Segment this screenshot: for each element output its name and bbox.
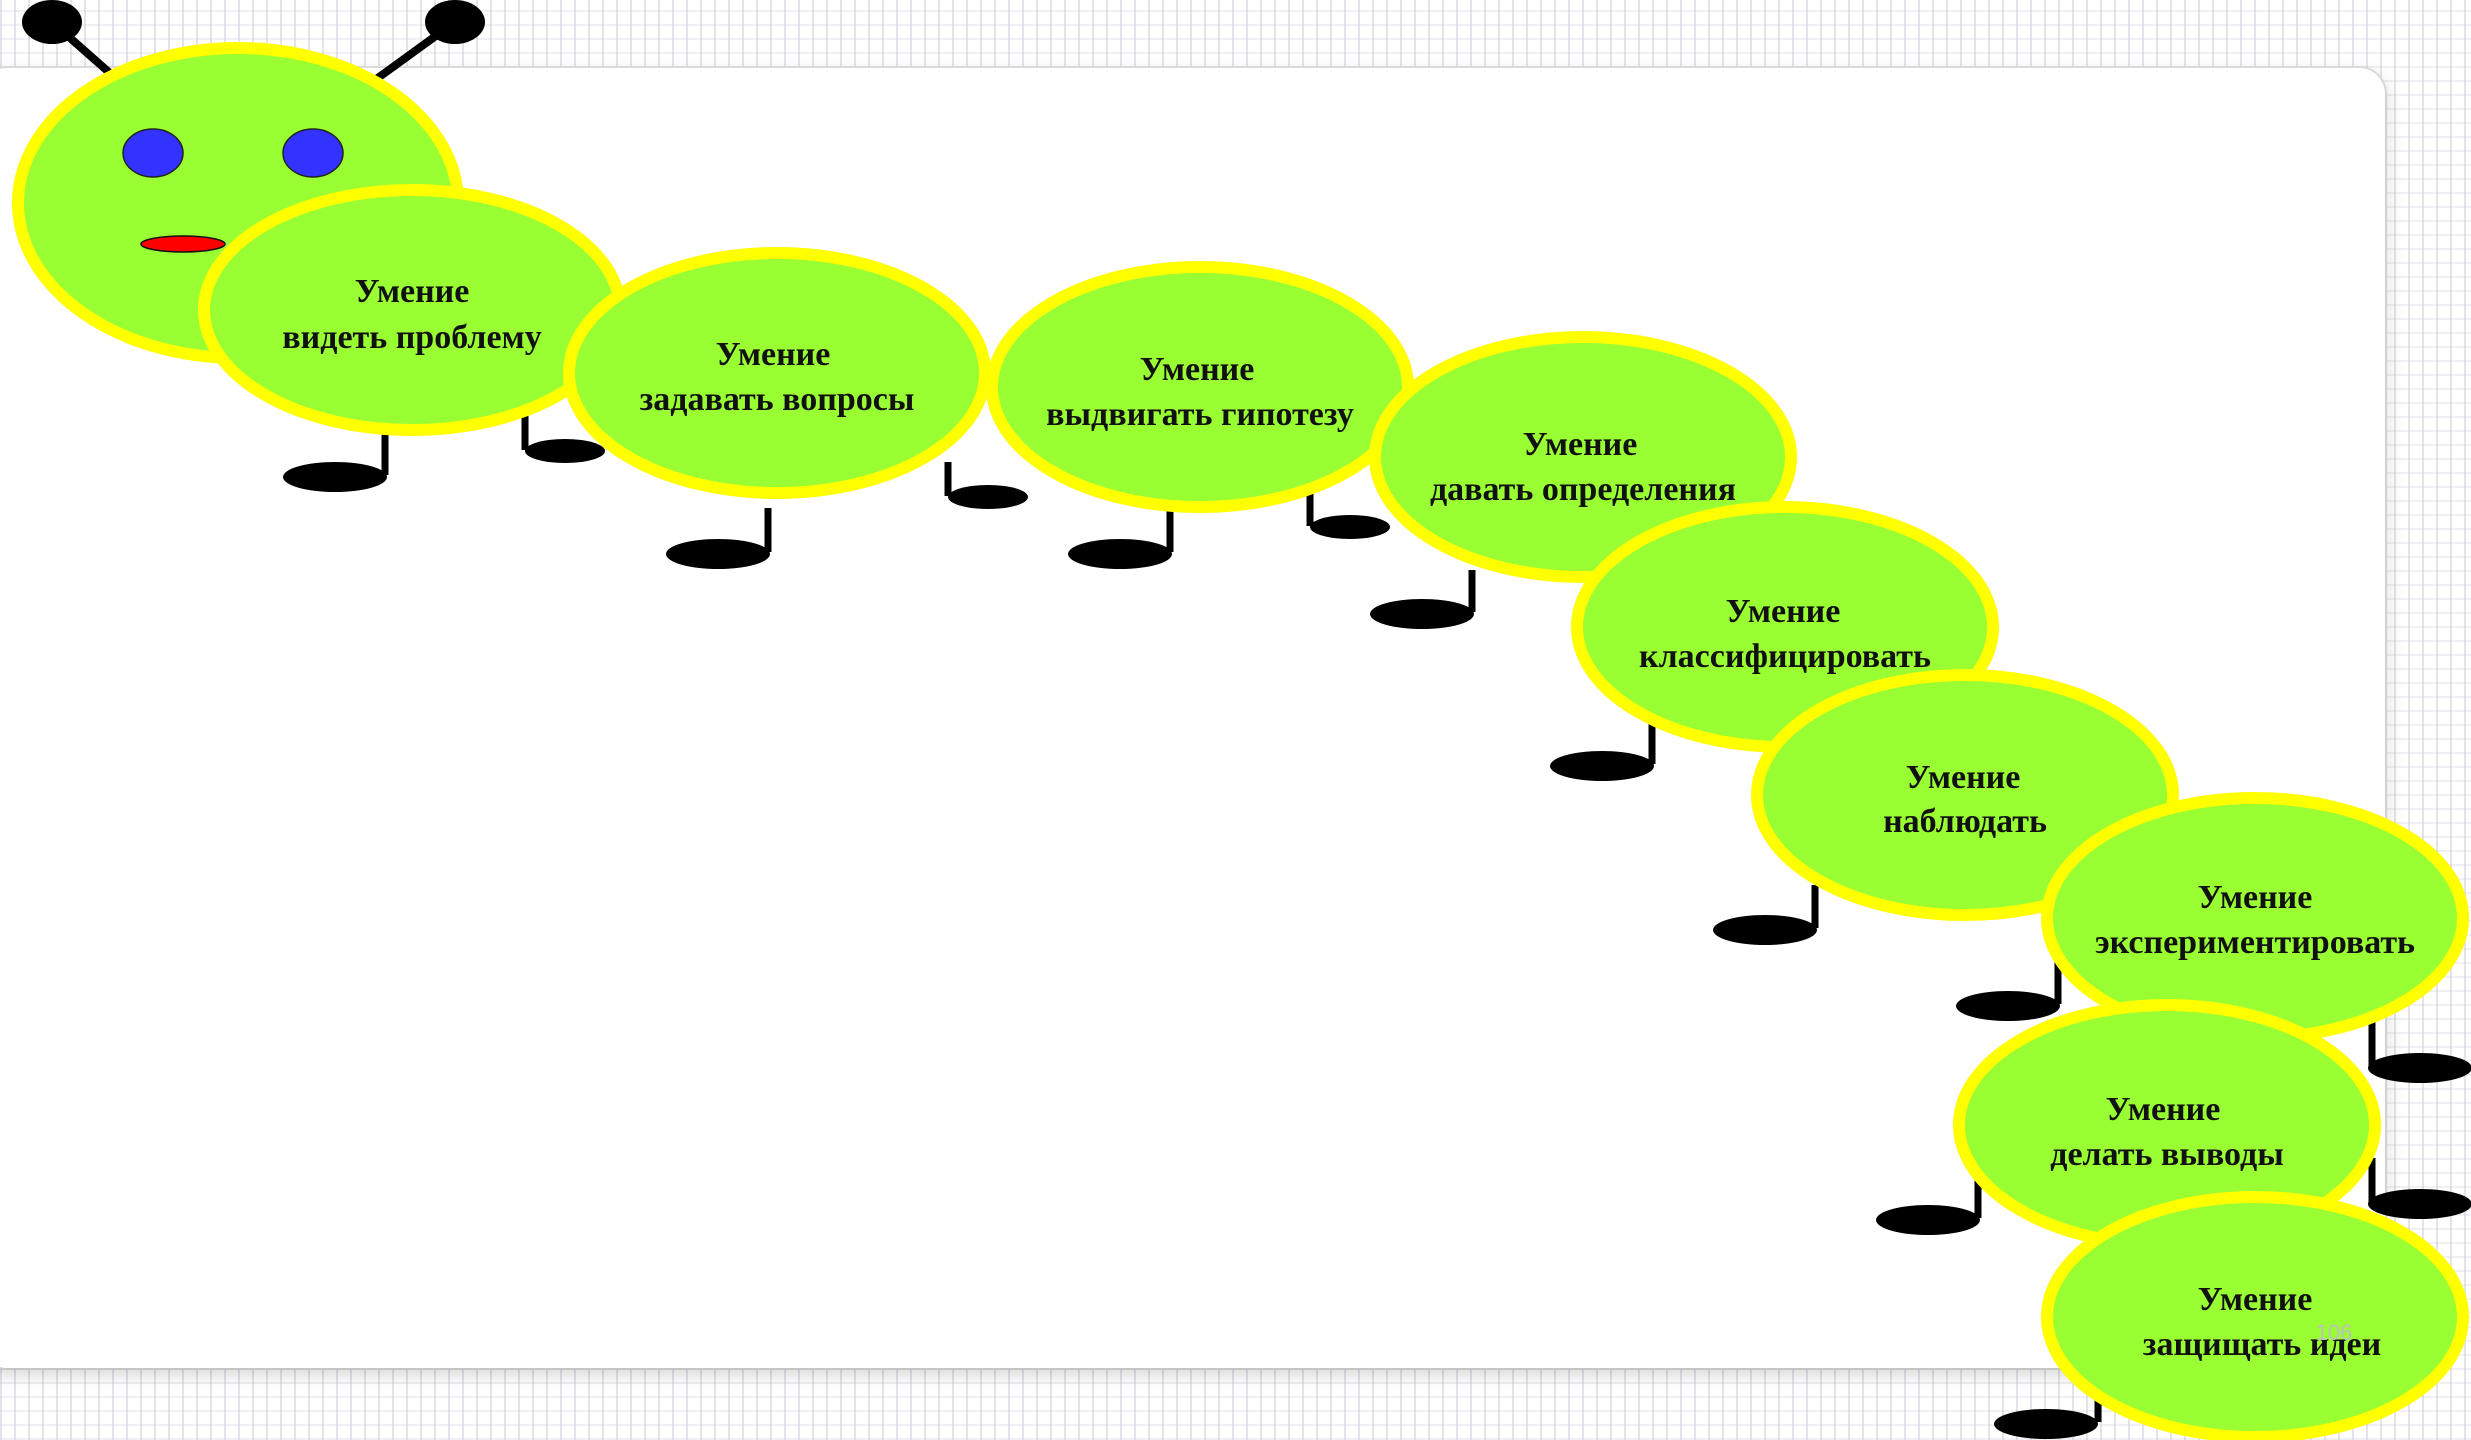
- leg: [1550, 722, 1656, 781]
- segment-label-line2: задавать вопросы: [640, 381, 915, 418]
- segment-hypothesize: Умение выдвигать гипотезу: [986, 261, 1414, 513]
- segment-label-line1: Умение: [2106, 1091, 2221, 1128]
- segment-label-line1: Умение: [1726, 593, 1841, 630]
- left-antenna-tip: [22, 0, 82, 44]
- segment-label-line1: Умение: [1523, 426, 1638, 463]
- segment-label-line1: Умение: [2198, 879, 2313, 916]
- segment-label-line1: Умение: [716, 336, 831, 373]
- segment-see-problem: Умение видеть проблему: [198, 184, 626, 436]
- segment-observe: Умение наблюдать: [1751, 669, 2179, 921]
- leg: [944, 462, 1028, 509]
- segment-label-line2: видеть проблему: [282, 319, 541, 356]
- right-eye: [282, 128, 344, 178]
- segment-label-line1: Умение: [1140, 351, 1255, 388]
- leg: [1370, 570, 1476, 629]
- page-number: 106: [2316, 1320, 2353, 1345]
- left-eye: [122, 128, 184, 178]
- segment-label-line1: Умение: [1906, 759, 2021, 796]
- leg: [283, 428, 389, 492]
- leg: [1068, 508, 1174, 569]
- segment-label-line2: выдвигать гипотезу: [1046, 396, 1354, 433]
- segment-label-line2: экспериментировать: [2095, 924, 2415, 961]
- segment-label-line2: наблюдать: [1883, 803, 2047, 840]
- mouth: [140, 235, 226, 253]
- segment-label-line2: защищать идеи: [2143, 1326, 2381, 1363]
- segment-ask-questions: Умение задавать вопросы: [563, 247, 991, 499]
- leg: [521, 415, 605, 463]
- leg: [1306, 492, 1390, 539]
- leg: [1956, 960, 2062, 1021]
- segment-experiment: Умение экспериментировать: [2041, 792, 2469, 1044]
- segment-label-line2: давать определения: [1430, 471, 1736, 508]
- segment-label-line1: Умение: [2198, 1281, 2313, 1318]
- right-antenna-tip: [425, 0, 485, 44]
- segment-label-line1: Умение: [355, 273, 470, 310]
- leg: [2368, 1020, 2471, 1083]
- body-segments: Умение видеть проблему Умение задавать в…: [198, 184, 2469, 1440]
- segment-defend-ideas: Умение защищать идеи: [2041, 1191, 2469, 1440]
- leg: [666, 508, 772, 569]
- leg: [1876, 1172, 1982, 1235]
- segment-label-line2: классифицировать: [1639, 638, 1931, 675]
- leg: [1713, 885, 1819, 945]
- segment-label-line2: делать выводы: [2050, 1136, 2283, 1173]
- leg: [2368, 1158, 2471, 1219]
